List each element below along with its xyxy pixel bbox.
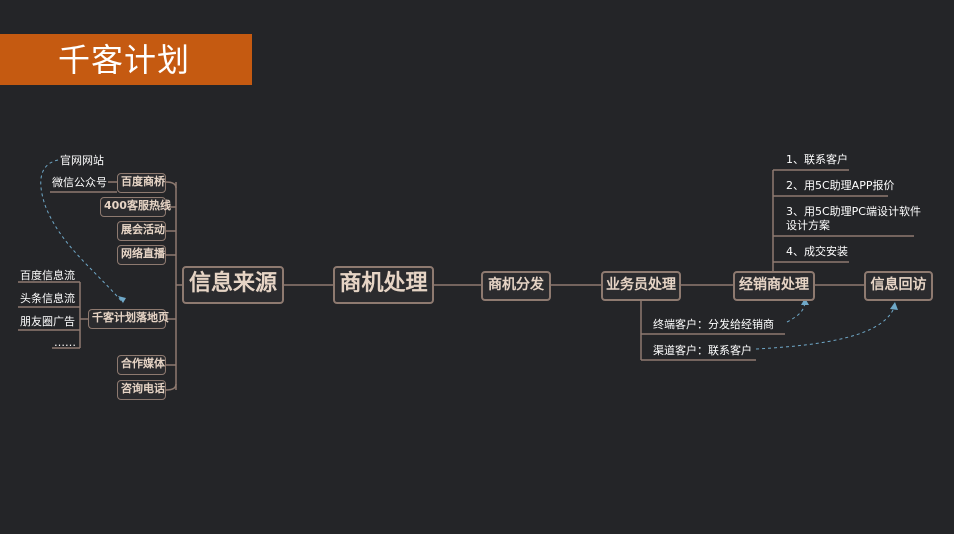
sub-guanwang: 官网网站	[60, 154, 104, 167]
source-baidu-shangqiao: 百度商桥	[117, 173, 166, 193]
source-wangluo-zhibo: 网络直播	[117, 245, 166, 265]
node-shangji-chuli: 商机处理	[333, 266, 434, 304]
node-yewuyuan-chuli: 业务员处理	[601, 271, 681, 301]
source-hotline-400: 400客服热线	[100, 197, 171, 217]
source-qianke-luodiye: 千客计划落地页	[88, 309, 169, 329]
branch-terminal-customer: 终端客户：分发给经销商	[653, 318, 774, 331]
dealer-step-3: 3、用5C助理PC端设计软件	[786, 205, 921, 218]
dealer-step-1: 1、联系客户	[786, 153, 848, 166]
dealer-step-3-cont: 设计方案	[786, 219, 830, 232]
sub-pengyouquan: 朋友圈广告	[20, 315, 75, 328]
line-source-trunk	[175, 182, 182, 390]
node-xinxi-huifang: 信息回访	[864, 271, 933, 301]
sub-ellipsis: ……	[54, 336, 76, 349]
dealer-step-4: 4、成交安装	[786, 245, 848, 258]
node-xinxi-laiyuan: 信息来源	[182, 266, 284, 304]
source-hezuo-meiti: 合作媒体	[117, 355, 166, 375]
node-shangji-fenfa: 商机分发	[481, 271, 551, 301]
page-title: 千客计划	[58, 41, 191, 79]
sub-toutiao-xinxiliu: 头条信息流	[20, 292, 75, 305]
dealer-step-2: 2、用5C助理APP报价	[786, 179, 895, 192]
dashed-channel-huifang	[755, 309, 894, 350]
sub-baidu-xinxiliu: 百度信息流	[20, 269, 75, 282]
sub-weixin: 微信公众号	[52, 176, 107, 189]
branch-channel-customer: 渠道客户：联系客户	[653, 344, 752, 357]
dashed-guanwang-luodiye	[40, 159, 124, 304]
node-jingxiaoshang-chuli: 经销商处理	[733, 271, 815, 301]
title-banner	[0, 34, 252, 85]
source-zhanhui: 展会活动	[117, 221, 166, 241]
source-zixun-dianhua: 咨询电话	[117, 380, 166, 400]
